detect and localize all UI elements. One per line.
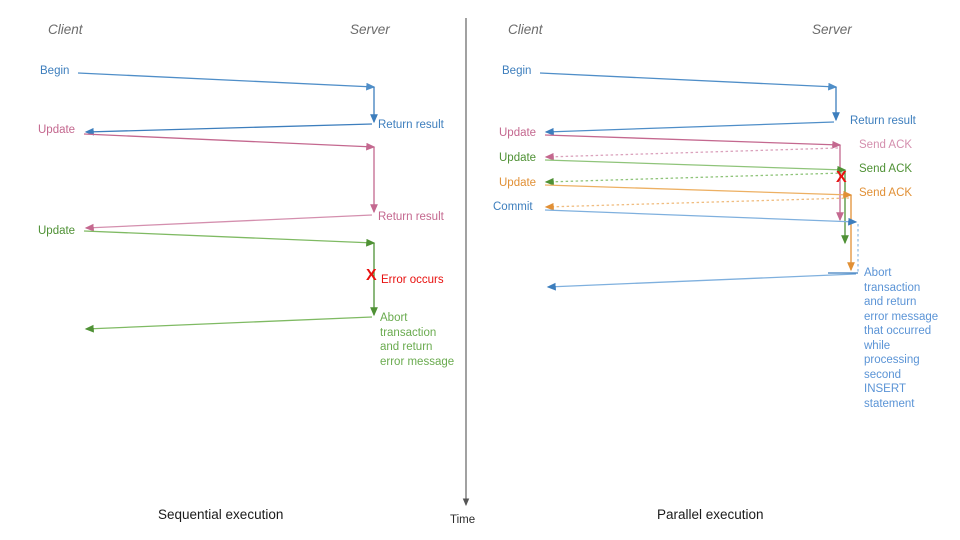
right-server-abort-note: Abort transaction and return error messa… [864,267,939,410]
right-message-update-orange: Update [499,177,537,189]
arrow-update-orange-to-server-parallel [544,184,853,199]
left-actor-client: Client [48,22,83,37]
arrow-update-green-to-server [83,230,376,247]
sequential-panel-arrows [77,72,378,333]
left-message-return-result-blue: Return result [378,119,444,131]
arrow-update-pink-to-server-parallel [544,134,842,149]
left-error-occurs-label: Error occurs [381,274,444,286]
left-message-update-pink: Update [38,124,76,136]
right-message-begin: Begin [502,65,532,77]
time-axis-label: Time [450,514,476,526]
right-actor-server: Server [812,22,852,37]
arrow-return-result-pink-to-client [84,214,373,232]
parallel-panel-arrows [539,72,859,291]
left-message-begin: Begin [40,65,70,77]
left-server-abort-note: Abort transaction and return error messa… [380,312,455,368]
arrow-commit-to-server [544,209,858,226]
arrow-return-result-blue-to-client [84,123,373,136]
left-message-return-result-pink: Return result [378,211,444,223]
arrow-begin-to-server [77,72,376,91]
left-actor-server: Server [350,22,390,37]
arrow-return-result-blue-to-client-parallel [544,121,835,136]
right-panel-caption: Parallel execution [657,507,764,522]
right-message-send-ack-green: Send ACK [859,163,913,175]
right-message-update-green: Update [499,152,537,164]
left-panel-caption: Sequential execution [158,507,284,522]
arrow-begin-to-server-parallel [539,72,838,91]
right-message-commit: Commit [493,201,533,213]
right-message-send-ack-orange: Send ACK [859,187,913,199]
right-actor-client: Client [508,22,543,37]
left-error-x-icon: X [366,267,377,284]
left-message-update-green: Update [38,225,76,237]
right-message-return-result: Return result [850,115,916,127]
right-error-x-icon: X [836,169,847,186]
arrow-abort-green-to-client [84,316,373,333]
right-message-update-pink: Update [499,127,537,139]
arrow-send-ack-orange-to-client [544,197,850,211]
arrow-send-ack-green-to-client [544,172,844,186]
arrow-update-pink-to-server [83,133,376,151]
arrow-send-ack-pink-to-client [544,147,839,161]
right-message-send-ack-pink: Send ACK [859,139,913,151]
arrow-abort-blue-to-client-parallel [546,273,857,291]
arrow-update-green-to-server-parallel [544,159,847,174]
